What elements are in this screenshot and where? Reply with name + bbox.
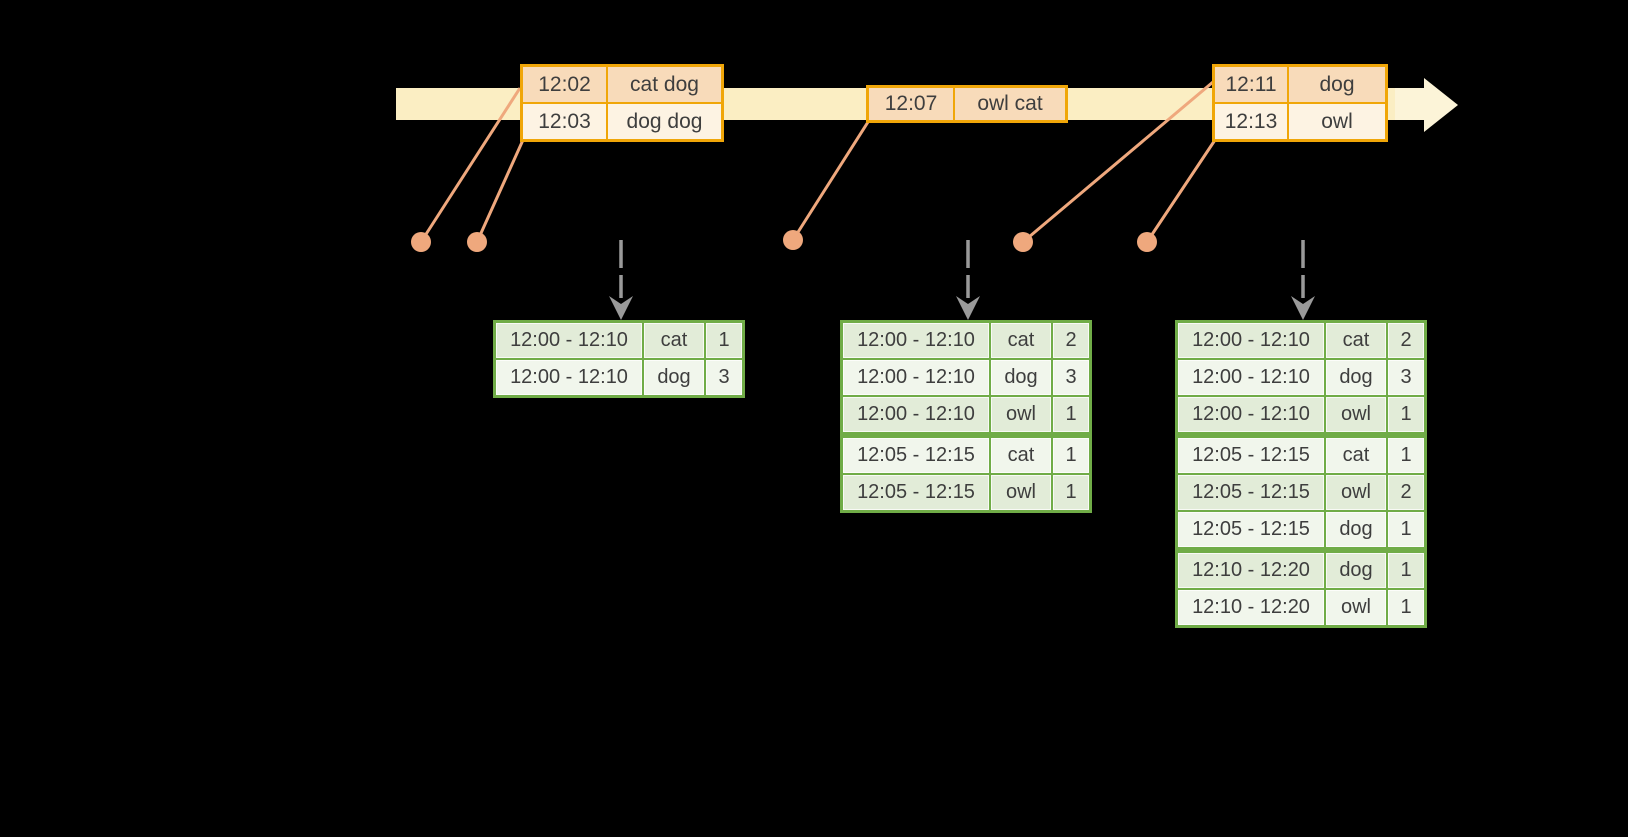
event-words-cell: dog dog [606, 104, 721, 139]
event-connector-line [419, 87, 522, 243]
timeline-bar-end [1395, 88, 1424, 120]
window-cell: 12:05 - 12:15 [843, 438, 989, 473]
window-cell: 12:00 - 12:10 [496, 323, 642, 358]
timeline-arrowhead-icon [1424, 78, 1458, 132]
window-cell: 12:10 - 12:20 [1178, 553, 1324, 588]
event-connector-line [1022, 80, 1214, 244]
count-cell: 2 [1386, 475, 1424, 510]
word-cell: cat [1324, 438, 1386, 473]
event-time-cell: 12:07 [869, 88, 953, 120]
trigger-arrow-icon [609, 240, 633, 320]
count-cell: 1 [704, 323, 742, 358]
window-cell: 12:00 - 12:10 [843, 323, 989, 358]
event-dot [1137, 232, 1157, 252]
event-connector-line [791, 121, 870, 241]
word-cell: cat [989, 323, 1051, 358]
word-cell: dog [1324, 512, 1386, 547]
event-dot [467, 232, 487, 252]
count-cell: 1 [1051, 397, 1089, 432]
window-cell: 12:05 - 12:15 [1178, 475, 1324, 510]
window-cell: 12:05 - 12:15 [1178, 512, 1324, 547]
word-cell: cat [1324, 323, 1386, 358]
window-cell: 12:00 - 12:10 [843, 360, 989, 395]
window-cell: 12:05 - 12:15 [843, 475, 989, 510]
count-cell: 3 [704, 360, 742, 395]
window-cell: 12:00 - 12:10 [1178, 323, 1324, 358]
word-cell: cat [642, 323, 704, 358]
window-cell: 12:00 - 12:10 [1178, 397, 1324, 432]
count-cell: 1 [1386, 553, 1424, 588]
word-cell: owl [1324, 397, 1386, 432]
window-cell: 12:05 - 12:15 [1178, 438, 1324, 473]
word-cell: owl [1324, 590, 1386, 625]
word-cell: owl [989, 475, 1051, 510]
window-cell: 12:00 - 12:10 [1178, 360, 1324, 395]
event-words-cell: dog [1287, 67, 1385, 102]
window-cell: 12:10 - 12:20 [1178, 590, 1324, 625]
count-cell: 1 [1051, 475, 1089, 510]
word-cell: cat [989, 438, 1051, 473]
event-connector-line [475, 139, 525, 243]
event-time-cell: 12:03 [523, 104, 606, 139]
event-words-cell: owl [1287, 104, 1385, 139]
count-cell: 3 [1386, 360, 1424, 395]
word-cell: dog [642, 360, 704, 395]
word-cell: owl [1324, 475, 1386, 510]
count-cell: 2 [1386, 323, 1424, 358]
word-cell: dog [1324, 553, 1386, 588]
count-cell: 1 [1386, 512, 1424, 547]
event-words-cell: cat dog [606, 67, 721, 102]
window-cell: 12:00 - 12:10 [496, 360, 642, 395]
trigger-arrow-icon [1291, 240, 1315, 320]
word-cell: owl [989, 397, 1051, 432]
trigger-arrow-head-icon [956, 296, 980, 320]
window-cell: 12:00 - 12:10 [843, 397, 989, 432]
count-cell: 1 [1386, 590, 1424, 625]
count-cell: 1 [1386, 438, 1424, 473]
count-cell: 1 [1051, 438, 1089, 473]
count-cell: 1 [1386, 397, 1424, 432]
event-dot [1013, 232, 1033, 252]
word-cell: dog [989, 360, 1051, 395]
event-connector-line [1145, 139, 1217, 243]
trigger-arrow-head-icon [1291, 296, 1315, 320]
count-cell: 2 [1051, 323, 1089, 358]
event-dot [783, 230, 803, 250]
event-time-cell: 12:11 [1215, 67, 1287, 102]
event-dot [411, 232, 431, 252]
event-time-cell: 12:13 [1215, 104, 1287, 139]
word-cell: dog [1324, 360, 1386, 395]
trigger-arrow-icon [956, 240, 980, 320]
event-time-cell: 12:02 [523, 67, 606, 102]
trigger-arrow-head-icon [609, 296, 633, 320]
event-words-cell: owl cat [953, 88, 1065, 120]
count-cell: 3 [1051, 360, 1089, 395]
